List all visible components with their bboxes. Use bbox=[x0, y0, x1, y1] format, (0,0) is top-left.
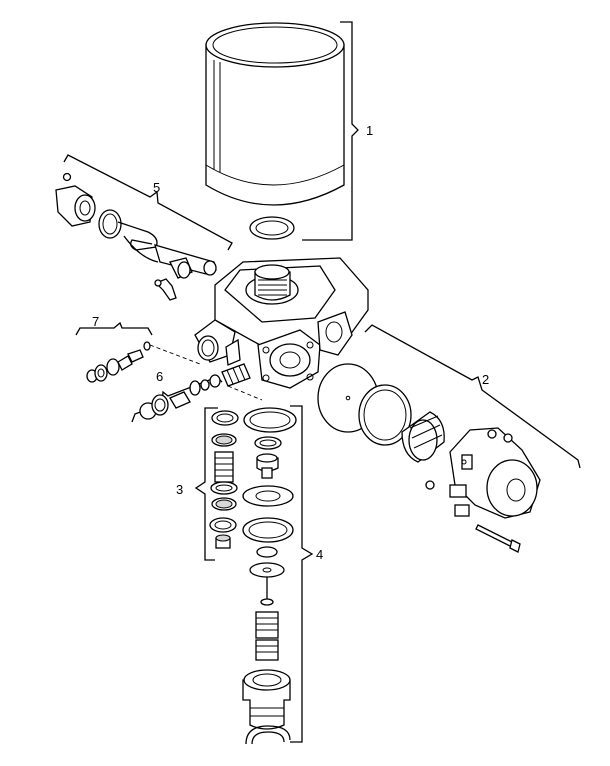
end-cover-assembly bbox=[317, 363, 541, 553]
heater-kit bbox=[55, 172, 217, 301]
cartridge-seal-ring bbox=[249, 216, 295, 240]
callout-1: 1 bbox=[366, 123, 373, 138]
callout-2: 2 bbox=[482, 372, 489, 387]
callout-3: 3 bbox=[176, 482, 183, 497]
main-housing bbox=[194, 257, 369, 389]
valve-stack-3 bbox=[209, 410, 239, 549]
bracket-7 bbox=[75, 321, 153, 336]
bracket-1 bbox=[302, 21, 359, 241]
valve-stack-4 bbox=[242, 407, 297, 745]
valve-kit-7 bbox=[86, 341, 201, 383]
bracket-3 bbox=[194, 407, 218, 561]
filter-cartridge bbox=[205, 22, 345, 206]
bracket-2 bbox=[364, 324, 581, 469]
callout-5: 5 bbox=[153, 180, 160, 195]
valve-kit-6 bbox=[139, 363, 263, 420]
bracket-4 bbox=[290, 405, 314, 743]
bracket-5 bbox=[63, 154, 233, 251]
callout-7: 7 bbox=[92, 314, 99, 329]
callout-6: 6 bbox=[156, 369, 163, 384]
callout-4: 4 bbox=[316, 547, 323, 562]
